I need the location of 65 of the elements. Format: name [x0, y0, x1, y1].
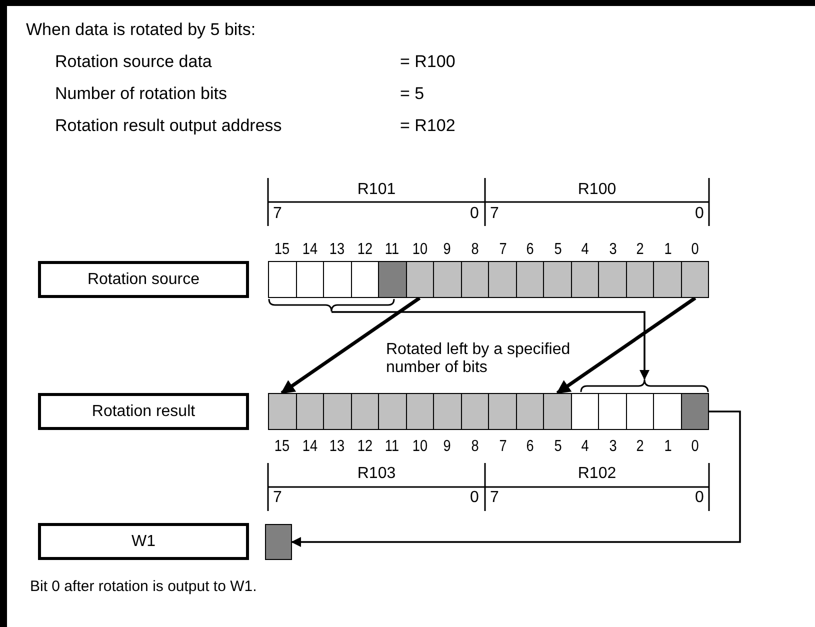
- parameter-text: = 5: [400, 84, 424, 104]
- parameter-text: Number of rotation bits: [55, 84, 227, 104]
- register-label: R100: [576, 181, 618, 200]
- parameter-text: Rotation result output address: [55, 116, 282, 136]
- heading: When data is rotated by 5 bits:: [26, 20, 256, 40]
- register-label: 7: [273, 205, 282, 224]
- curly-brace: [580, 379, 709, 393]
- label-box: W1: [38, 523, 249, 560]
- label-box: Rotation source: [38, 261, 249, 298]
- bit-number: 11: [384, 438, 400, 456]
- bit-number: 5: [552, 438, 562, 456]
- parameter-text: = R102: [400, 116, 456, 136]
- bit-number: 7: [498, 438, 508, 456]
- bit-number: 8: [470, 241, 480, 259]
- bit-number: 12: [356, 241, 374, 259]
- bit-register: [268, 261, 709, 298]
- bit-number: 9: [442, 438, 452, 456]
- register-label: R101: [356, 181, 397, 200]
- arrow: [291, 410, 741, 547]
- bit-number: 11: [384, 241, 400, 259]
- bit-number: 3: [608, 241, 618, 259]
- register-label: 0: [470, 489, 479, 508]
- parameter-text: = R100: [400, 52, 456, 72]
- bit-number: 13: [328, 241, 346, 259]
- bit-number: 10: [411, 241, 428, 259]
- bit-number: 15: [273, 438, 291, 456]
- bit-number: 3: [608, 438, 618, 456]
- bit-number: 15: [273, 241, 291, 259]
- bit-number: 1: [663, 438, 673, 456]
- bit-number: 2: [636, 241, 646, 259]
- register-label: 7: [273, 489, 282, 508]
- annotation-text: Rotated left by a specified number of bits: [386, 341, 572, 378]
- bit-number: 5: [552, 241, 562, 259]
- bit-number: 14: [301, 241, 318, 259]
- caption: Bit 0 after rotation is output to W1.: [30, 578, 257, 596]
- register-label: 0: [695, 489, 704, 508]
- register-label: 7: [490, 489, 499, 508]
- label-box: Rotation result: [38, 393, 249, 430]
- bit-number: 9: [442, 241, 452, 259]
- arrow: [280, 296, 421, 394]
- bit-number: 8: [470, 438, 480, 456]
- bit-number: 6: [525, 241, 535, 259]
- curly-brace: [268, 298, 395, 312]
- bit-number: 0: [690, 241, 700, 259]
- bit-number: 6: [525, 438, 535, 456]
- bit-number: 2: [636, 438, 646, 456]
- bit-cell: [265, 524, 292, 560]
- bit-number: 4: [580, 438, 590, 456]
- bit-number: 10: [411, 438, 428, 456]
- bit-number: 0: [690, 438, 700, 456]
- register-label: R103: [356, 465, 397, 484]
- register-label: R102: [576, 465, 618, 484]
- arrow: [556, 296, 696, 394]
- register-label: 0: [695, 205, 704, 224]
- bit-number: 1: [663, 241, 673, 259]
- bit-register: [268, 393, 709, 430]
- arrow: [332, 311, 650, 380]
- register-label: 7: [490, 205, 499, 224]
- bit-number: 14: [301, 438, 318, 456]
- bit-number: 7: [498, 241, 508, 259]
- bit-number: 12: [356, 438, 374, 456]
- parameter-text: Rotation source data: [55, 52, 212, 72]
- bit-number: 13: [328, 438, 346, 456]
- bit-number: 4: [580, 241, 590, 259]
- register-label: 0: [470, 205, 479, 224]
